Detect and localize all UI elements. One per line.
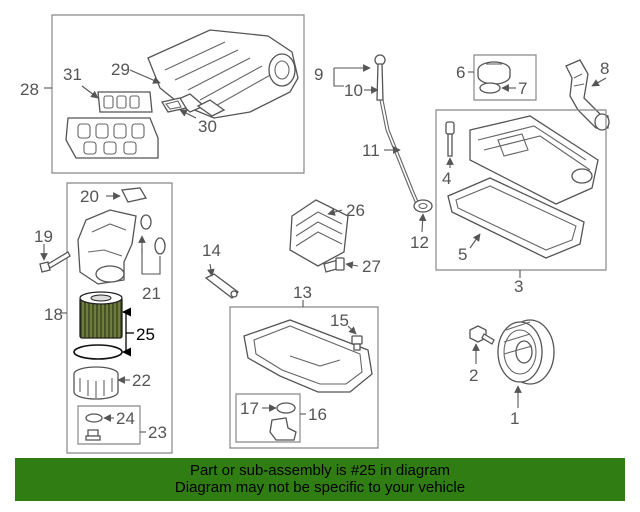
callout-24[interactable]: 24 [116,409,135,428]
drain-screw [85,429,101,441]
valve-cover-box [435,109,607,271]
callout-20[interactable]: 20 [80,187,99,206]
oil-cooler [289,199,349,267]
callout-3[interactable]: 3 [514,277,523,296]
leader-29 [129,69,161,84]
sensor [445,121,455,157]
manifold-gasket [160,97,188,113]
oil-pan-group: 13 15 16 17 [229,283,379,449]
leader-5 [469,233,481,249]
banner-line-2: Diagram may not be specific to your vehi… [174,479,466,496]
leader-12 [418,213,427,233]
cooler-bolt [323,257,345,273]
leader-30 [179,109,197,119]
leader-15 [347,325,357,335]
callout-6[interactable]: 6 [456,63,465,82]
oil-filter-box [66,182,173,454]
strainer-box [235,393,301,443]
leader-8 [591,77,607,87]
leader-21 [141,248,161,275]
callout-19[interactable]: 19 [34,227,53,246]
oil-filter-housing [77,209,137,285]
housing-seals [140,214,166,255]
oil-filter-group: 18 19 20 21 [34,182,173,454]
callout-21[interactable]: 21 [142,284,161,303]
callout-4[interactable]: 4 [442,169,451,188]
callout-16[interactable]: 16 [308,405,327,424]
drain-box [77,405,141,445]
callout-30[interactable]: 30 [198,117,217,136]
drain-plug [351,335,363,351]
crank-pulley [497,319,555,385]
pulley-bolt [469,325,495,345]
oil-cap-group: 6 7 [456,54,537,101]
oil-cap-box [473,54,537,101]
callout-31[interactable]: 31 [63,65,82,84]
valve-cover [469,115,599,205]
valve-cover-group: 3 4 5 [435,109,607,296]
leader-14 [207,263,215,277]
intake-manifold [147,29,299,119]
callout-5[interactable]: 5 [458,245,467,264]
leader-26 [327,208,343,216]
callout-25[interactable]: 25 [136,325,155,344]
oil-filler-cap [477,61,511,85]
callout-28[interactable]: 28 [20,80,39,99]
callout-13[interactable]: 13 [293,283,312,302]
oil-pan [243,319,373,393]
strainer-seal [276,402,296,414]
callout-9[interactable]: 9 [314,65,323,84]
callout-12[interactable]: 12 [410,233,429,252]
banner-line-1: Part or sub-assembly is #25 in diagram [189,462,451,479]
oil-tube [204,273,239,299]
callout-26[interactable]: 26 [346,201,365,220]
leader-27 [345,261,359,269]
parts-diagram: 28 29 30 [20,14,610,454]
drain-seal [85,413,103,423]
dipstick-seal [413,199,433,213]
dipstick [374,54,420,205]
intake-gasket-set [65,91,159,159]
intake-manifold-group: 28 29 30 [20,14,305,174]
callout-1[interactable]: 1 [510,409,519,428]
filter-cap [73,366,119,400]
callout-7[interactable]: 7 [518,79,527,98]
leader-9 [333,68,344,87]
callout-10[interactable]: 10 [344,81,363,100]
housing-bolt [39,251,71,273]
oil-pan-box [229,306,379,449]
callout-11[interactable]: 11 [362,141,380,160]
oil-filter-oring[interactable] [73,344,123,360]
dipstick-group: 9 10 11 12 [314,54,433,252]
leader-31 [81,85,99,99]
intake-manifold-box [51,14,305,174]
cap-seal [479,82,501,94]
callout-17[interactable]: 17 [240,399,259,418]
callout-15[interactable]: 15 [330,311,349,330]
callout-27[interactable]: 27 [362,257,381,276]
callout-18[interactable]: 18 [44,305,63,324]
oil-strainer [269,417,297,441]
callout-2[interactable]: 2 [469,366,478,385]
callout-23[interactable]: 23 [148,423,167,442]
valve-cover-gasket [447,177,585,259]
callout-29[interactable]: 29 [111,60,130,79]
callout-14[interactable]: 14 [202,241,221,260]
callout-8[interactable]: 8 [600,59,609,78]
housing-gasket [121,187,148,203]
info-banner: Part or sub-assembly is #25 in diagram D… [15,458,625,501]
callout-22[interactable]: 22 [132,371,151,390]
oil-filter-element[interactable] [79,291,123,339]
